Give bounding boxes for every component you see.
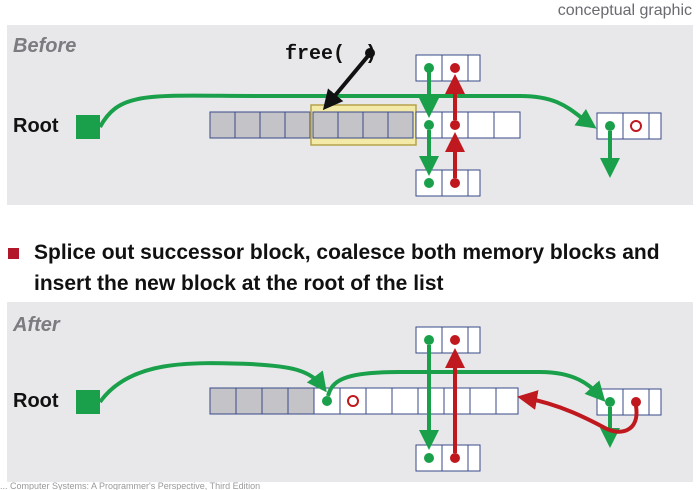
footer: ... Computer Systems: A Programmer's Per… [0, 482, 261, 490]
pointer-circle-icon [347, 395, 359, 407]
bullet-icon [8, 248, 19, 259]
after-prev-link [517, 390, 639, 434]
before-diagram [76, 48, 662, 197]
freed-block [312, 111, 414, 139]
pointer-dot-icon [450, 120, 460, 130]
pointer-dot-icon [450, 178, 460, 188]
pointer-circle-icon [630, 120, 642, 132]
pointer-dot-icon [424, 178, 434, 188]
pointer-dot-icon [605, 121, 615, 131]
pointer-dot-icon [450, 453, 460, 463]
free-call-text: free( [285, 43, 346, 66]
after-allocated-block [209, 387, 315, 415]
after-root-link [98, 361, 327, 404]
before-allocated-block [209, 111, 311, 139]
pointer-dot-icon [450, 63, 460, 73]
before-root-label: Root [13, 115, 59, 137]
root-square-icon [76, 390, 100, 414]
before-label: Before [13, 35, 77, 57]
after-next-link [326, 370, 606, 402]
pointer-dot-icon [450, 335, 460, 345]
pointer-dot-icon [424, 453, 434, 463]
pointer-dot-icon [424, 335, 434, 345]
pointer-dot-icon [424, 63, 434, 73]
pointer-dot-icon [424, 120, 434, 130]
root-square-icon [76, 115, 100, 139]
pointer-dot-icon [365, 48, 375, 58]
pointer-dot-icon [631, 397, 641, 407]
after-root-label: Root [13, 390, 59, 412]
caption: conceptual graphic [557, 2, 692, 19]
pointer-dot-icon [605, 397, 615, 407]
before-root-link [98, 93, 597, 129]
after-label: After [13, 314, 60, 336]
after-diagram [76, 326, 662, 472]
free-pointer-arrow [322, 54, 370, 111]
pointer-dot-icon [322, 396, 332, 406]
coalesced-block [313, 387, 519, 415]
bullet-text: Splice out successor block, coalesce bot… [34, 241, 660, 295]
